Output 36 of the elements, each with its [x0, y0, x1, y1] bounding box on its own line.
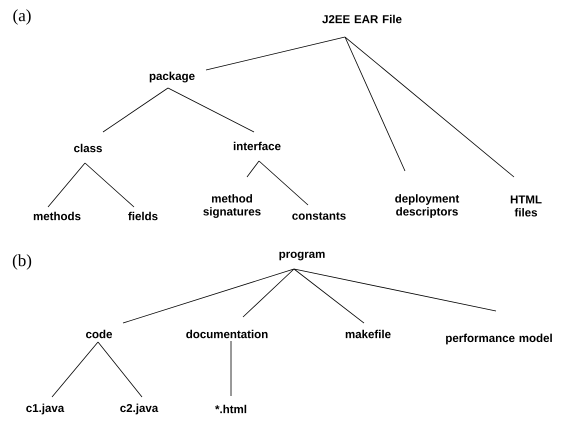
tree-label: *.html	[215, 404, 246, 414]
tree-label: methods	[34, 212, 80, 220]
tree-line	[294, 268, 364, 324]
tree-label: HTML files	[510, 196, 542, 217]
tree-line	[98, 342, 142, 398]
tree-line	[122, 268, 294, 324]
tree-label: c2.java	[120, 404, 158, 414]
tree-line	[84, 162, 134, 208]
tree-line	[48, 162, 86, 208]
tree-label: interface	[234, 142, 281, 150]
tree-label: deployment descriptors	[395, 194, 460, 218]
tree-label: package	[150, 72, 195, 82]
tree-line	[246, 160, 260, 178]
tree-label: performance model	[446, 334, 552, 344]
tree-label: fields	[128, 212, 158, 220]
tree-line	[344, 36, 514, 178]
tree-line	[52, 342, 98, 398]
tree-label: program	[279, 252, 325, 260]
tree-line	[168, 88, 254, 132]
tree-line	[102, 88, 168, 132]
panel-label: (a)	[13, 9, 31, 25]
panel-label: (b)	[12, 254, 32, 270]
tree-line	[230, 340, 232, 396]
tree-label: method signatures	[203, 194, 261, 218]
tree-label: code	[86, 330, 112, 338]
tree-label: J2EE EAR File	[322, 14, 402, 24]
tree-label: documentation	[186, 330, 268, 338]
tree-line	[242, 268, 294, 318]
tree-label: class	[74, 144, 102, 152]
tree-line	[258, 160, 308, 206]
tree-label: constants	[292, 212, 346, 220]
tree-line	[344, 36, 406, 172]
tree-label: makefile	[346, 330, 391, 338]
tree-line	[206, 36, 346, 70]
tree-label: c1.java	[26, 404, 64, 414]
tree-line	[294, 268, 496, 312]
